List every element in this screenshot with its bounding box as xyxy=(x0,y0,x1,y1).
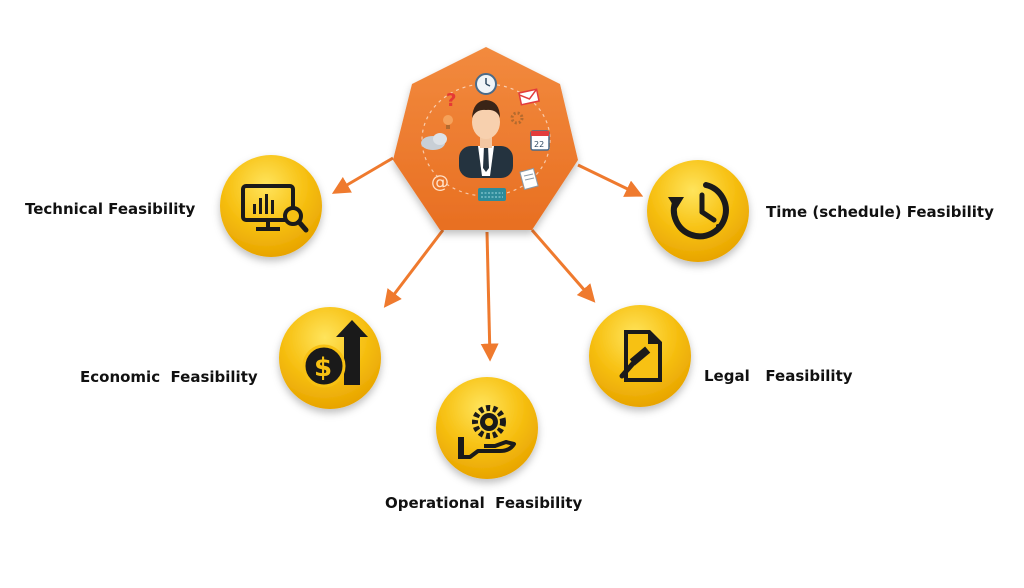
label-time-feasibility: Time (schedule) Feasibility xyxy=(766,203,994,221)
node-time xyxy=(647,160,749,262)
arrow-to-operational xyxy=(480,231,499,362)
arrow-to-economic xyxy=(383,229,445,308)
monitor-chart-magnifier-icon xyxy=(241,184,309,233)
businessman-icon xyxy=(459,100,513,178)
node-technical xyxy=(220,155,322,257)
node-operational xyxy=(436,377,538,479)
lightbulb-icon xyxy=(443,115,453,129)
svg-text:?: ? xyxy=(446,90,456,111)
node-economic: $ xyxy=(279,307,381,409)
calendar-icon: 22 xyxy=(530,130,550,151)
at-sign-icon: @ xyxy=(431,172,449,193)
clock-arrow-icon xyxy=(668,182,729,240)
arrow-to-time xyxy=(577,163,644,197)
hand-gear-icon xyxy=(458,405,516,459)
label-operational-feasibility: Operational Feasibility xyxy=(385,494,583,512)
svg-text:$: $ xyxy=(314,353,332,383)
gear-small-icon xyxy=(510,111,524,125)
node-legal xyxy=(589,305,691,407)
center-hub: ? 22 @ xyxy=(393,47,578,230)
cloud-icon xyxy=(421,133,447,150)
svg-text:22: 22 xyxy=(534,140,544,149)
clock-small-icon xyxy=(475,73,497,95)
arrow-to-technical xyxy=(331,156,394,194)
document-gavel-icon xyxy=(619,330,662,382)
svg-text:@: @ xyxy=(431,172,449,193)
question-mark-icon: ? xyxy=(446,90,456,111)
arrow-to-legal xyxy=(530,229,596,303)
keyboard-icon xyxy=(478,188,506,201)
label-technical-feasibility: Technical Feasibility xyxy=(25,200,196,218)
connector-arrows xyxy=(331,156,644,362)
document-small-icon xyxy=(519,167,539,191)
label-economic-feasibility: Economic Feasibility xyxy=(80,368,258,386)
label-legal-feasibility: Legal Feasibility xyxy=(704,367,853,385)
mail-icon xyxy=(518,88,540,106)
dollar-up-arrow-icon: $ xyxy=(302,320,368,388)
